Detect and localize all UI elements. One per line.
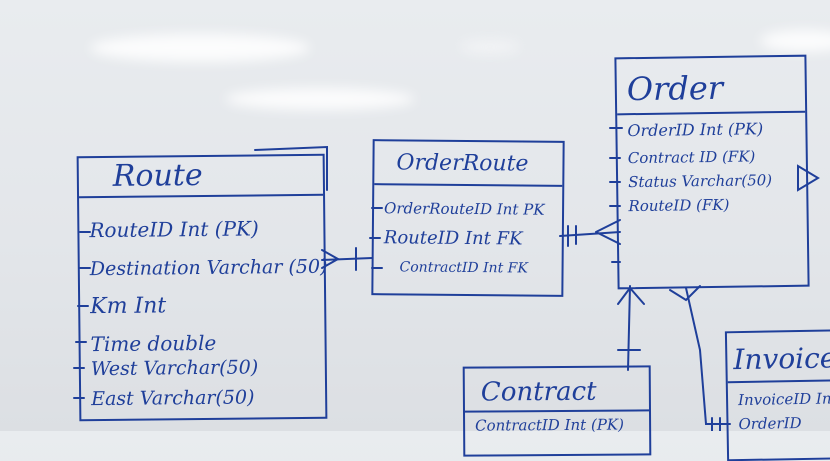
order-contract-foot	[617, 286, 645, 305]
order-contract-line	[627, 285, 631, 371]
relationship-lines	[73, 127, 820, 431]
board-glare-3	[760, 30, 830, 52]
order-route-order-line	[559, 231, 621, 237]
order-crows-foot	[595, 219, 621, 245]
order-invoice-foot	[669, 285, 701, 302]
route-crows-foot	[321, 249, 341, 269]
order-bullet-ticks	[609, 127, 623, 263]
order-invoice-ticks	[711, 417, 721, 431]
order-invoice-line	[685, 287, 731, 425]
route-order-route-line	[321, 257, 373, 261]
route-box-overstroke	[254, 145, 328, 191]
board-glare-4	[460, 40, 520, 54]
board-glare-2	[225, 88, 415, 110]
order-route-side-ticks	[567, 225, 577, 247]
order-route-bullet-ticks	[369, 207, 383, 269]
route-bullet-ticks	[73, 231, 91, 399]
board-glare-1	[90, 34, 310, 62]
order-right-arrow	[797, 164, 820, 192]
